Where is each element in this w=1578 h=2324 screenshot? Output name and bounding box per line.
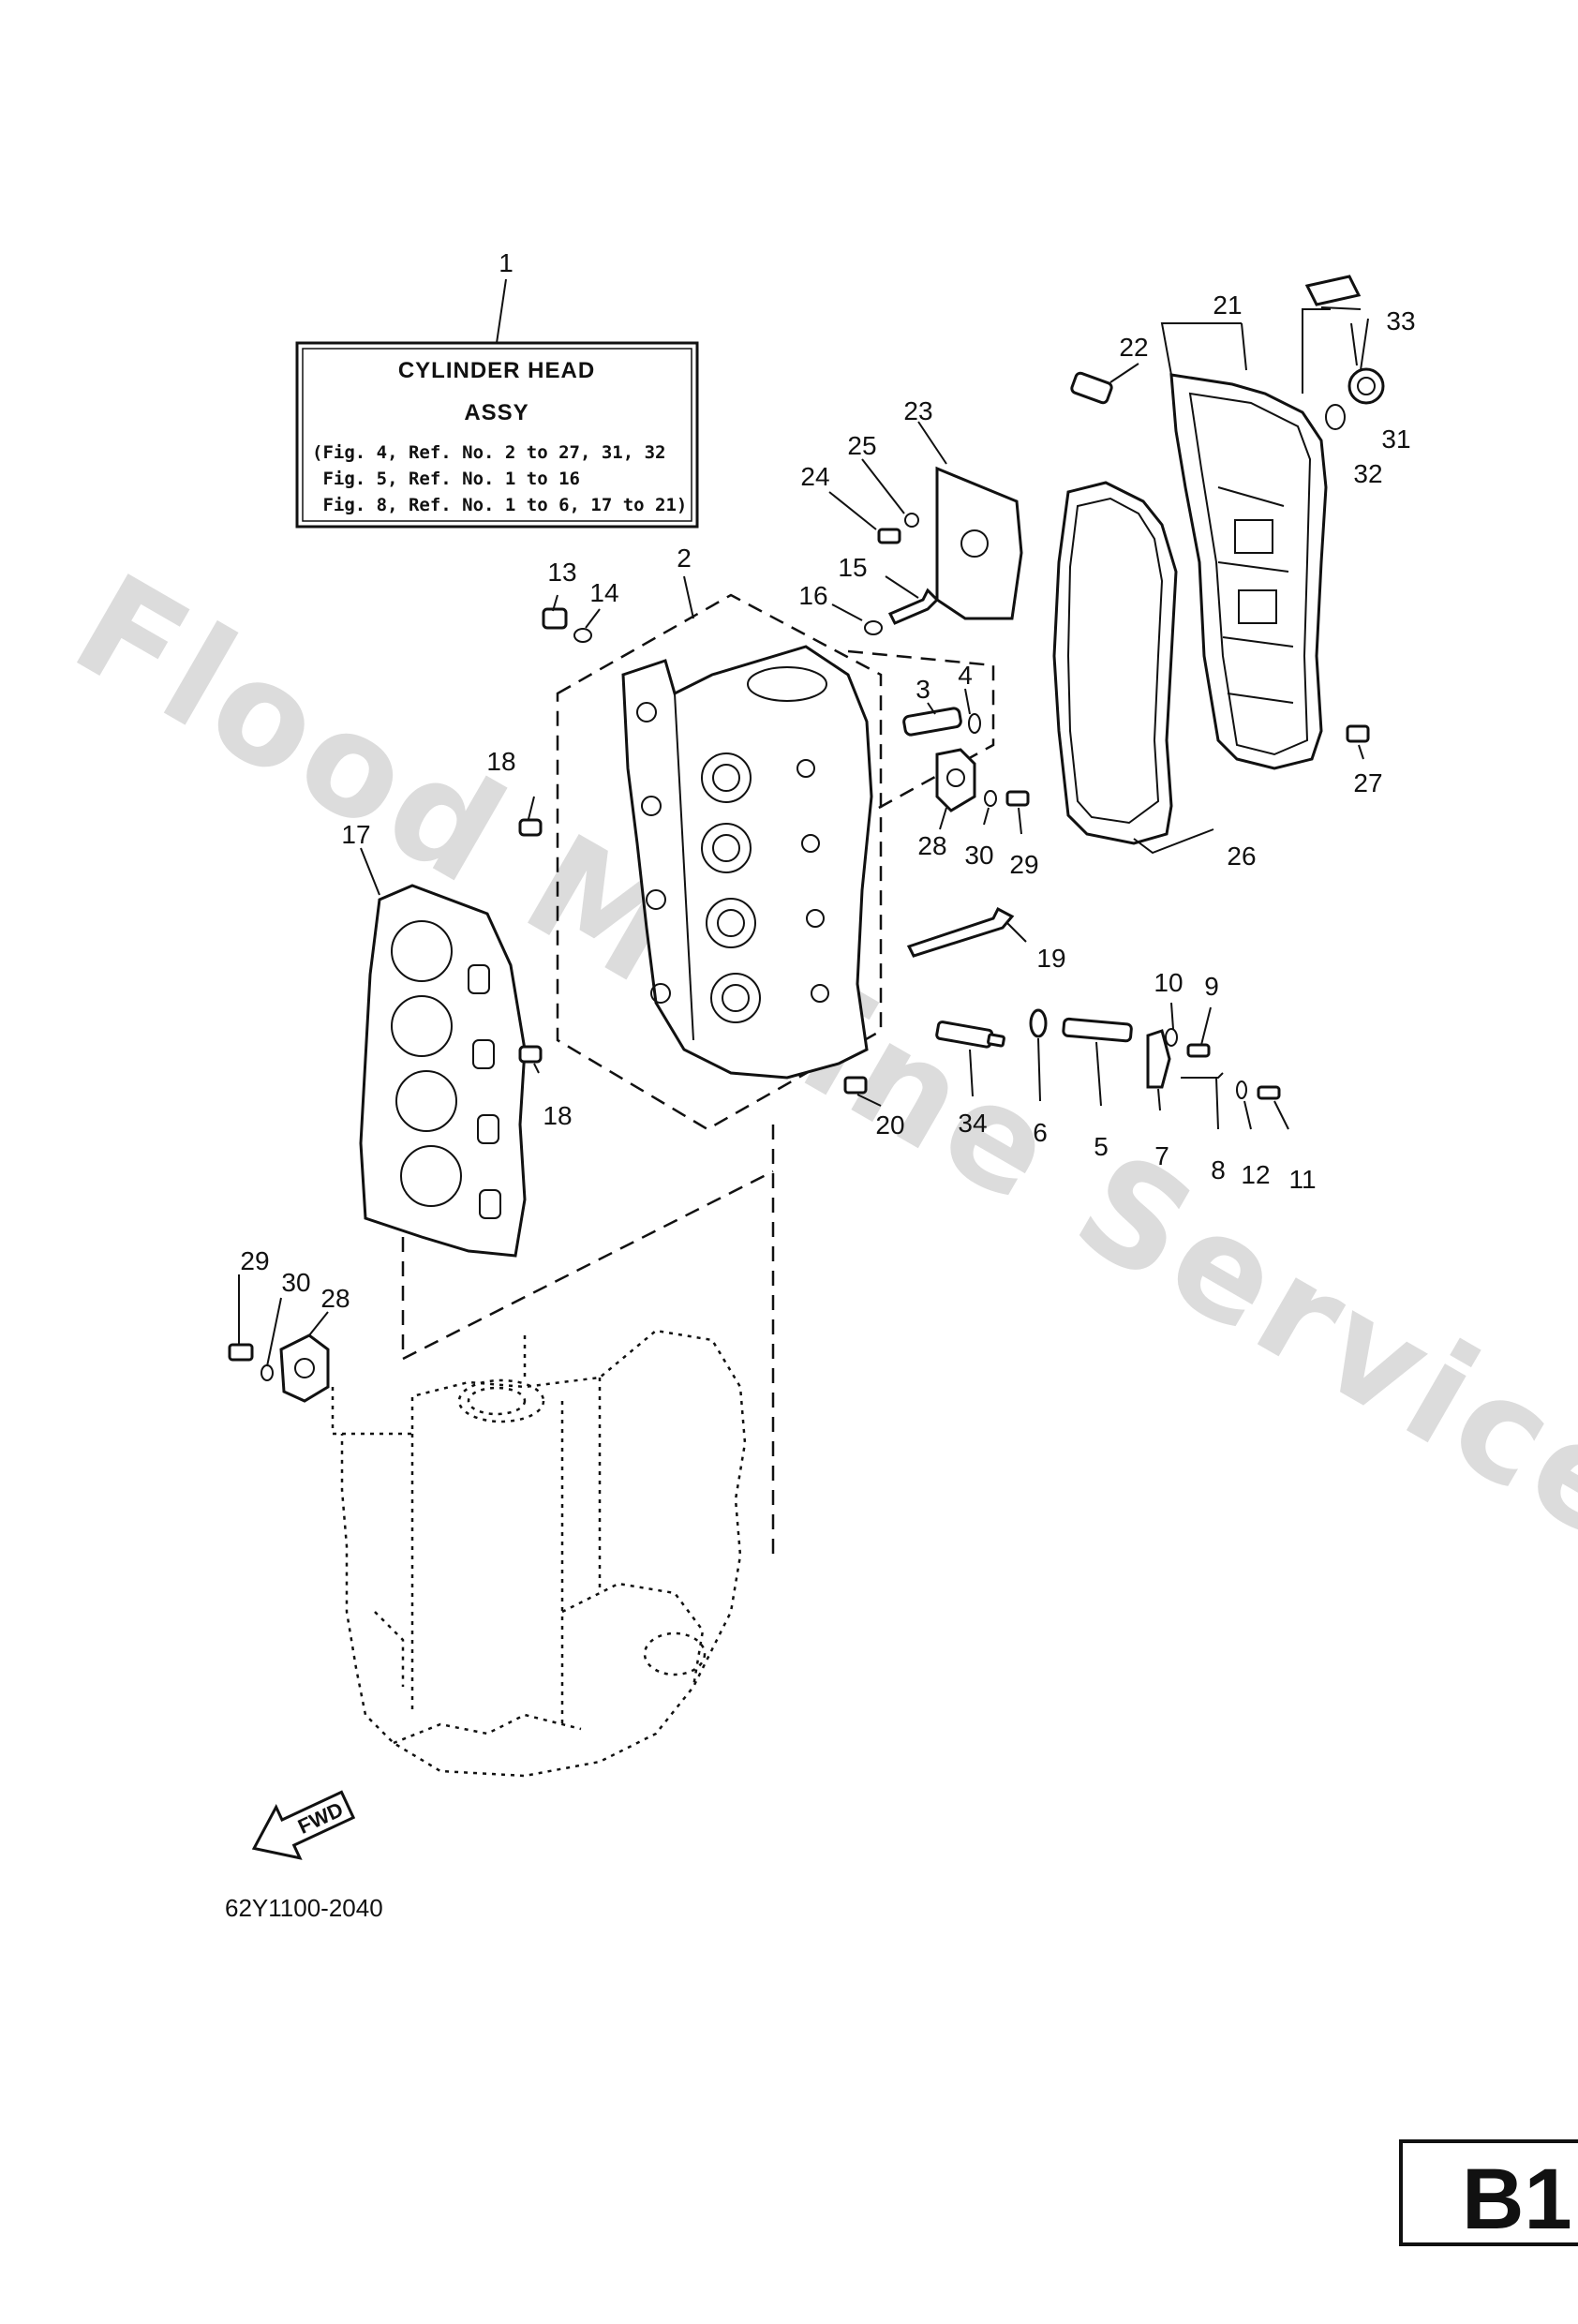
- callout-29-left: 29: [240, 1246, 269, 1275]
- callout-1: 1: [499, 248, 514, 277]
- kit-box-line-1: (Fig. 4, Ref. No. 2 to 27, 31, 32: [312, 442, 666, 463]
- callout-22: 22: [1119, 333, 1148, 362]
- cylinder-head-assy-box: CYLINDER HEAD ASSY (Fig. 4, Ref. No. 2 t…: [295, 341, 699, 529]
- alignment-box-dashed: [556, 593, 883, 1131]
- callout-3: 3: [916, 675, 930, 704]
- small-parts: [228, 275, 1385, 1403]
- callout-18-top: 18: [486, 747, 515, 776]
- callout-10: 10: [1154, 968, 1183, 997]
- callout-28-right: 28: [917, 831, 946, 860]
- kit-box-line-3: Fig. 8, Ref. No. 1 to 6, 17 to 21): [312, 495, 687, 515]
- callout-26: 26: [1227, 842, 1256, 871]
- callout-31: 31: [1381, 425, 1410, 454]
- callout-7: 7: [1154, 1141, 1169, 1170]
- cylinder-head: [621, 645, 873, 1080]
- callout-30-left: 30: [281, 1268, 310, 1297]
- callout-16: 16: [798, 581, 827, 610]
- callout-20: 20: [875, 1110, 904, 1140]
- cylinder-head-cover: [1169, 308, 1331, 770]
- callout-13: 13: [547, 558, 576, 587]
- callout-29-right: 29: [1009, 850, 1038, 879]
- cylinder-block-outline: [331, 1329, 747, 1778]
- callout-labels: 1 2 21 22 33 31 32 23 25 24 15 16 13 14 …: [240, 248, 1415, 1313]
- page-mark-text: B1: [1462, 2152, 1572, 2247]
- fwd-arrow: FWD: [251, 1790, 356, 1860]
- cover-gasket: [1052, 481, 1178, 845]
- head-gasket: [359, 884, 527, 1258]
- leader-lines: [238, 278, 1369, 1367]
- callout-19: 19: [1036, 944, 1065, 973]
- callout-8: 8: [1211, 1155, 1226, 1184]
- callout-11: 11: [1288, 1165, 1316, 1194]
- callout-30-right: 30: [964, 841, 993, 870]
- callout-9: 9: [1204, 972, 1219, 1001]
- callout-12: 12: [1241, 1160, 1270, 1189]
- alignment-line-2: [401, 1169, 774, 1362]
- callout-25: 25: [847, 431, 876, 460]
- callout-5: 5: [1094, 1132, 1109, 1161]
- kit-box-line-2: Fig. 5, Ref. No. 1 to 16: [312, 469, 580, 489]
- callout-21: 21: [1213, 290, 1242, 320]
- callout-6: 6: [1033, 1118, 1048, 1147]
- diagram-code: 62Y1100-2040: [225, 1894, 383, 1922]
- callout-14: 14: [589, 578, 618, 607]
- callout-28-left: 28: [320, 1284, 350, 1313]
- callout-24: 24: [800, 462, 829, 491]
- callout-2: 2: [677, 544, 692, 573]
- page-mark: B1: [1399, 2139, 1578, 2247]
- kit-box-subtitle: ASSY: [464, 400, 528, 425]
- callout-4: 4: [958, 661, 973, 690]
- callout-15: 15: [838, 553, 867, 582]
- kit-box-title: CYLINDER HEAD: [398, 358, 595, 383]
- callout-17: 17: [341, 820, 370, 849]
- callout-27: 27: [1353, 768, 1382, 797]
- callout-23: 23: [903, 396, 932, 425]
- callout-33: 33: [1386, 306, 1415, 335]
- callout-32: 32: [1353, 459, 1382, 488]
- callout-34: 34: [958, 1109, 987, 1138]
- callout-18-bottom: 18: [543, 1101, 572, 1130]
